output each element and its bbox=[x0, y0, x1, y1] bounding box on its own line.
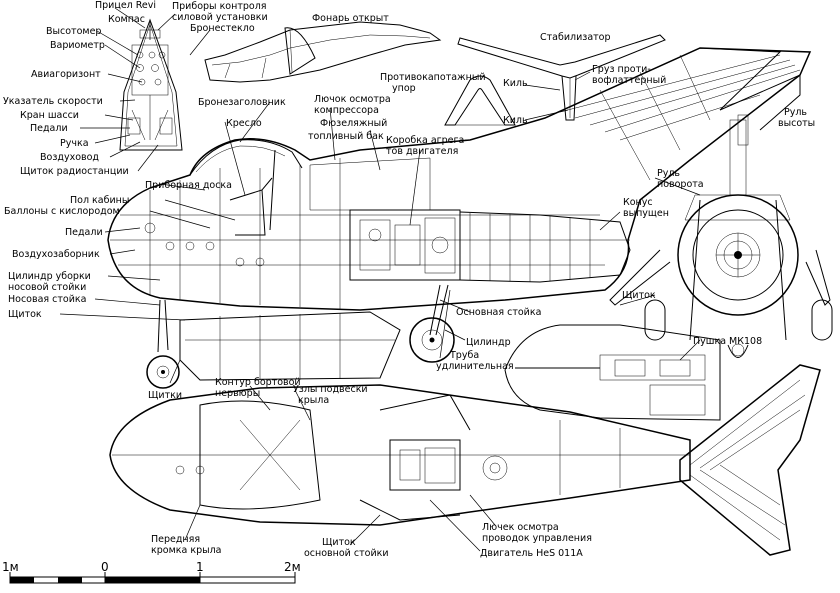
plan-view-fuselage bbox=[109, 384, 691, 526]
label-bronezagolovnik: Бронезаголовник bbox=[198, 97, 286, 108]
label-kontur-1: Контур бортовой bbox=[215, 377, 301, 388]
label-cilindr-uborki-2: носовой стойки bbox=[8, 282, 86, 293]
label-cilindr: Цилиндр bbox=[466, 337, 511, 348]
label-rul-povorota-2: поворота bbox=[657, 179, 704, 190]
label-rul-vysoty-1: Руль bbox=[784, 107, 807, 118]
label-ballony: Баллоны с кислородом bbox=[4, 206, 120, 217]
skid-detail bbox=[444, 75, 516, 126]
label-kil-2: Киль bbox=[503, 115, 528, 126]
scale-tick-3: 1 bbox=[196, 560, 204, 574]
scale-bar-seg-1 bbox=[10, 577, 34, 583]
label-cilindr-uborki-1: Цилиндр уборки bbox=[8, 271, 91, 282]
stabilizer-front-view bbox=[457, 34, 666, 121]
gun-detail bbox=[504, 324, 721, 421]
label-fuzelyazhny-1: Фюзеляжный bbox=[320, 118, 387, 129]
wing-planform bbox=[679, 364, 821, 556]
rear-view bbox=[609, 119, 833, 358]
label-gruz-1: Груз проти- bbox=[592, 64, 651, 75]
label-rul-vysoty-2: высоты bbox=[778, 118, 815, 129]
leader-lines bbox=[59, 7, 701, 552]
label-pedali-top: Педали bbox=[30, 123, 68, 134]
label-rul-povorota-1: Руль bbox=[657, 168, 680, 179]
label-kreslo: Кресло bbox=[226, 118, 262, 129]
label-perednyaya-1: Передняя bbox=[151, 534, 200, 545]
label-gruz-2: вофлаттерный bbox=[592, 75, 666, 86]
label-pribornaya-doska: Приборная доска bbox=[145, 180, 232, 191]
label-kil-1: Киль bbox=[503, 78, 528, 89]
label-shchitok-osn-2: основной стойки bbox=[304, 548, 389, 559]
scale-tick-1: 1м bbox=[2, 560, 19, 574]
label-konus-2: выпущен bbox=[623, 208, 669, 219]
label-shchitki: Щитки bbox=[148, 390, 182, 401]
label-nosovaya-stoyka: Носовая стойка bbox=[8, 294, 86, 305]
label-truba-1: Труба bbox=[449, 350, 479, 361]
scale-bar-seg-2 bbox=[58, 577, 82, 583]
label-shchitok-radiostancii: Щиток радиостанции bbox=[20, 166, 129, 177]
label-protivokapotazhny-1: Противокапотажный bbox=[380, 72, 486, 83]
label-pedali-side: Педали bbox=[65, 227, 103, 238]
label-kompas: Компас bbox=[108, 14, 145, 25]
label-dvigatel: Двигатель HeS 011A bbox=[480, 548, 583, 559]
label-fonar-otkryt: Фонарь открыт bbox=[312, 13, 389, 24]
label-pol-kabiny: Пол кабины bbox=[70, 195, 129, 206]
label-vysotomer: Высотомер bbox=[46, 26, 101, 37]
scale-tick-2: 0 bbox=[101, 560, 109, 574]
label-perednyaya-2: кромка крыла bbox=[151, 545, 222, 556]
label-ruchka: Ручка bbox=[60, 138, 89, 149]
label-uzly-1: Узлы подвески bbox=[293, 384, 368, 395]
label-korobka-2: тов двигателя bbox=[386, 146, 458, 157]
label-vozdukhovod: Воздуховод bbox=[40, 152, 99, 163]
label-lyuchok-osmotra-2: компрессора bbox=[314, 105, 379, 116]
label-shchitok-right: Щиток bbox=[622, 290, 656, 301]
side-view-fuselage bbox=[107, 47, 812, 389]
label-shchitok-left: Щиток bbox=[8, 309, 42, 320]
label-shchitok-osn-1: Щиток bbox=[322, 537, 356, 548]
label-kran-shassi: Кран шасси bbox=[20, 110, 79, 121]
label-fuzelyazhny-2: топливный бак bbox=[308, 131, 384, 142]
label-truba-2: удлинительная bbox=[436, 361, 514, 372]
label-osnovnaya-stoyka: Основная стойка bbox=[456, 307, 541, 318]
label-uzly-2: крыла bbox=[298, 395, 329, 406]
label-vozdukhozabornik: Воздухозаборник bbox=[12, 249, 100, 260]
annotation-labels: Прицел Revi Приборы контроля силовой уст… bbox=[3, 0, 815, 559]
label-pribory-kontrolya-1: Приборы контроля bbox=[172, 1, 267, 12]
wing-rib-band bbox=[179, 311, 401, 381]
scale-bar: 1м 0 1 2м bbox=[2, 560, 301, 584]
label-stabilizator: Стабилизатор bbox=[540, 32, 611, 43]
label-pushka: Пушка МК108 bbox=[693, 336, 762, 347]
label-konus-1: Конус bbox=[623, 197, 653, 208]
label-protivokapotazhny-2: упор bbox=[392, 83, 416, 94]
cockpit-front-view bbox=[119, 18, 183, 151]
label-lyuchok-osmotra-1: Лючок осмотра bbox=[314, 94, 391, 105]
label-lyuchok-bottom-2: проводок управления bbox=[482, 533, 592, 544]
label-bronesteklo: Бронестекло bbox=[190, 23, 255, 34]
canopy-open-view bbox=[204, 21, 442, 83]
label-korobka-1: Коробка агрега- bbox=[386, 135, 468, 146]
label-ukazatel-skorosti: Указатель скорости bbox=[3, 96, 103, 107]
label-variometr: Вариометр bbox=[50, 40, 105, 51]
label-pricel-revi: Прицел Revi bbox=[95, 0, 156, 11]
scale-tick-4: 2м bbox=[284, 560, 301, 574]
label-lyuchok-bottom-1: Лючек осмотра bbox=[482, 522, 559, 533]
scale-bar-seg-3 bbox=[105, 577, 200, 583]
label-aviagorizont: Авиагоризонт bbox=[31, 69, 101, 80]
label-pribory-kontrolya-2: силовой установки bbox=[172, 12, 268, 23]
label-kontur-2: нервюры bbox=[215, 388, 260, 399]
